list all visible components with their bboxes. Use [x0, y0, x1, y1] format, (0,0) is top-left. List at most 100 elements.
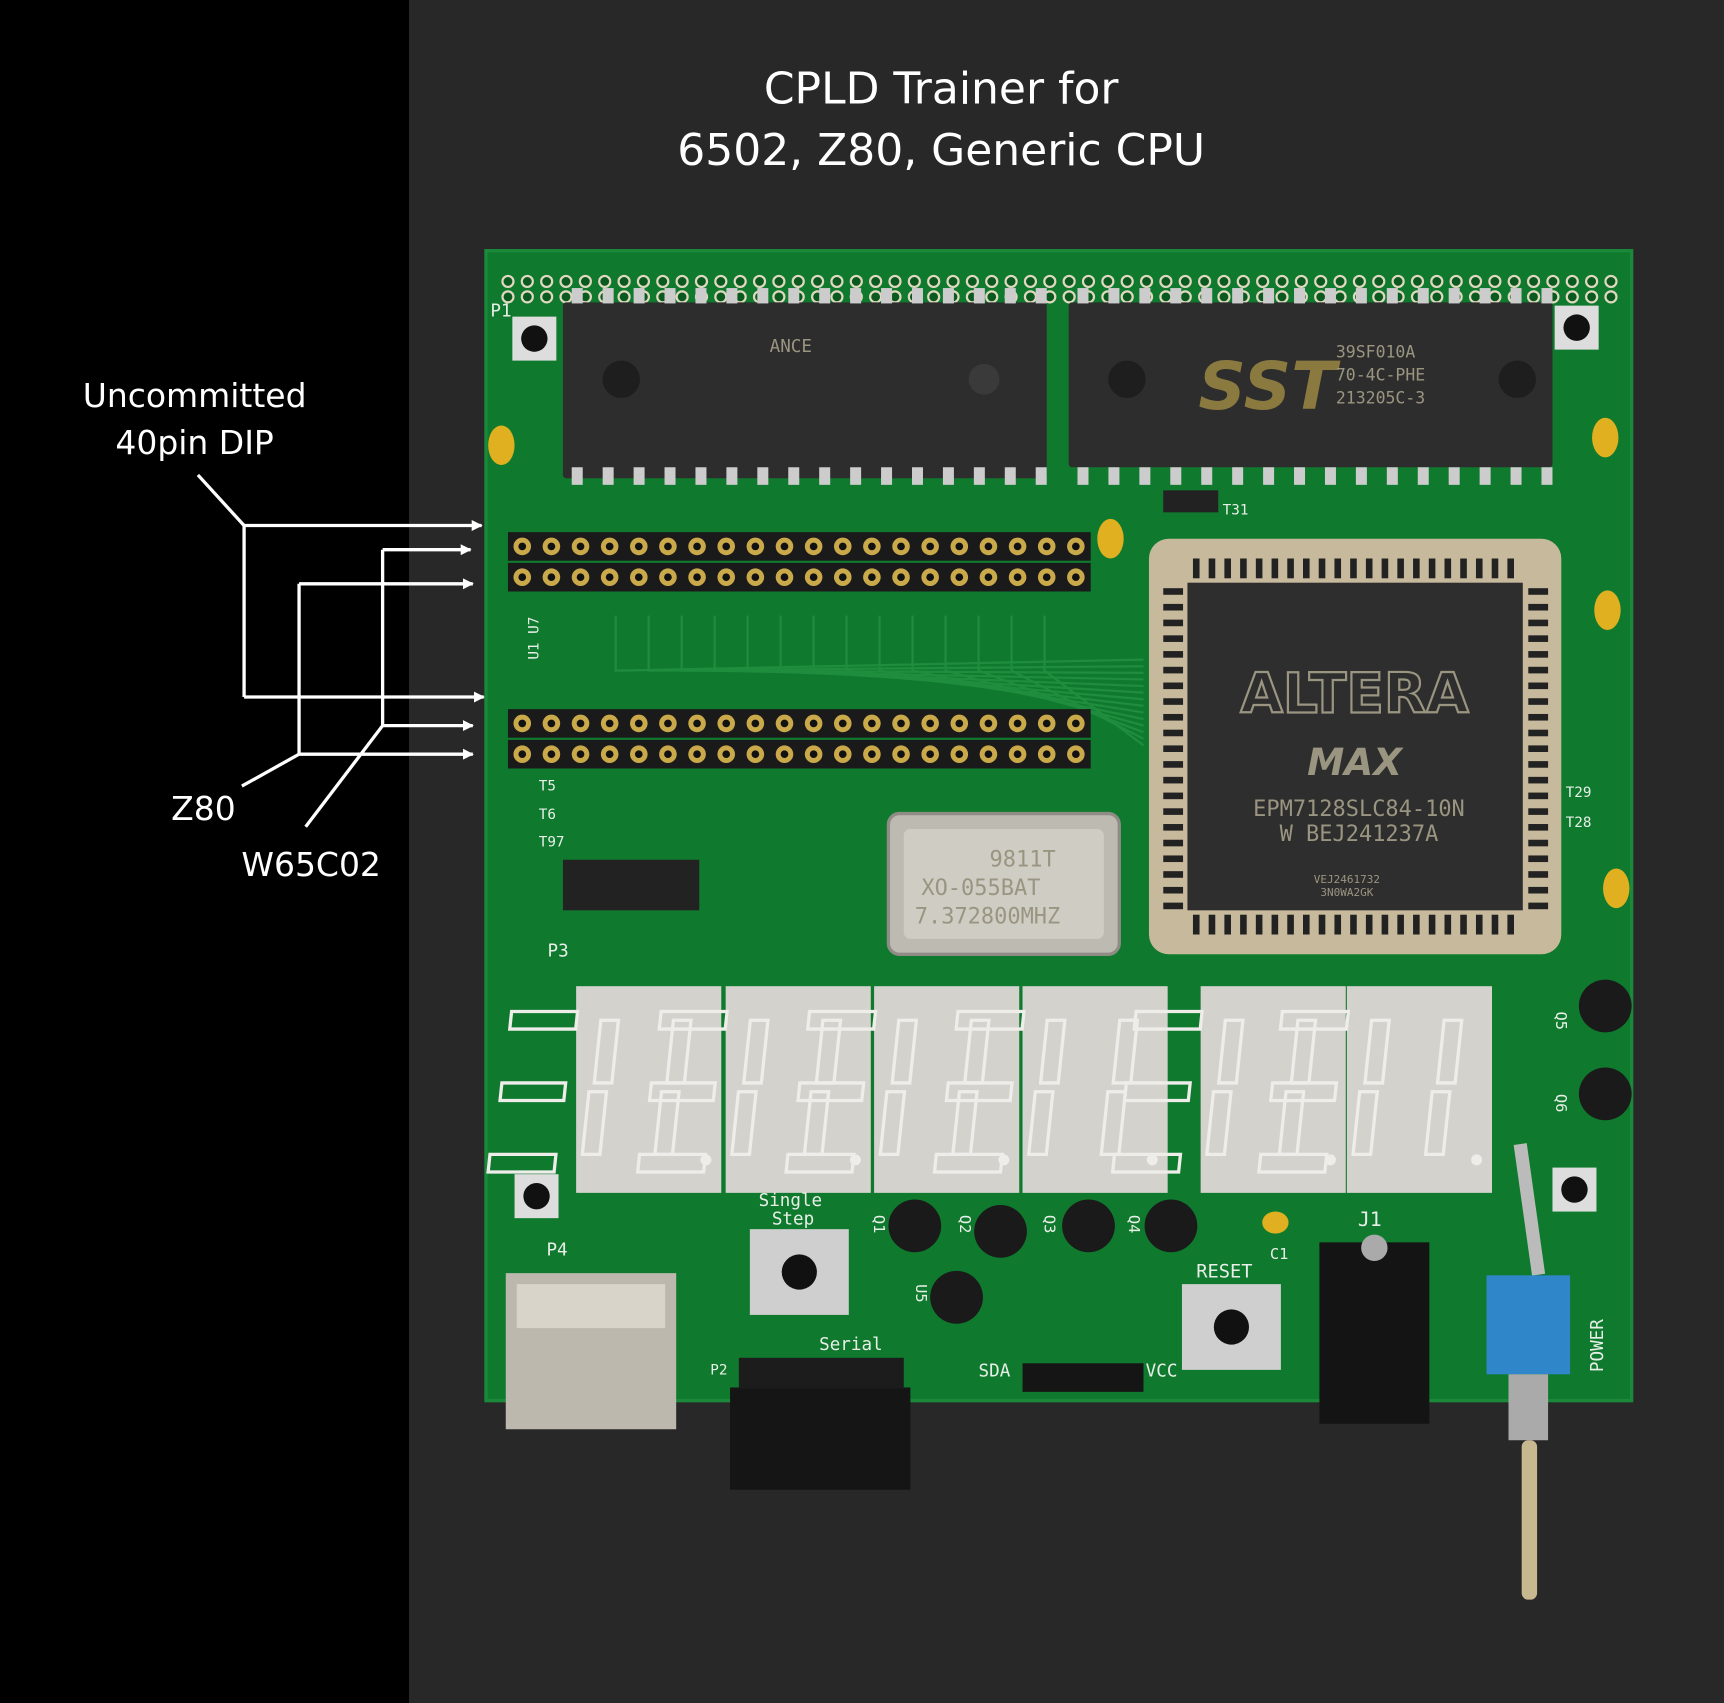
chip-pin [881, 288, 893, 304]
chip-pin [1386, 288, 1398, 304]
reset-button[interactable] [1181, 1284, 1281, 1370]
chip-pin [1541, 467, 1553, 485]
silk-u1u7: U1 U7 [527, 617, 543, 660]
socket-hole [751, 750, 760, 759]
pad [1023, 290, 1038, 304]
pad [1275, 274, 1289, 289]
socket-strip [507, 739, 1091, 769]
socket-hole [838, 573, 847, 582]
altera-logo: ALTERA [1240, 661, 1469, 725]
sst-logo: SST [1198, 348, 1341, 425]
silk-q3: Q3 [1041, 1215, 1059, 1234]
chip-pin [1417, 467, 1429, 485]
segment [1132, 1009, 1204, 1031]
cpld-pin [1528, 635, 1549, 642]
cpld-pin [1528, 839, 1549, 847]
cpld-pin [1163, 902, 1184, 910]
pad [694, 274, 709, 289]
cpld-pin [1528, 745, 1549, 753]
max-logo: MAX [1307, 740, 1404, 784]
pad [520, 290, 534, 304]
cpld-code-2: 3N0WA2GK [1320, 886, 1373, 899]
jumper-t31[interactable] [1163, 490, 1219, 513]
capacitors [488, 417, 1630, 1234]
socket-hole [518, 750, 527, 759]
pad [965, 274, 979, 289]
serial-header[interactable] [730, 1357, 911, 1490]
pad [1120, 290, 1134, 304]
pad [791, 274, 805, 289]
silk-p2: P2 [710, 1362, 727, 1378]
chip-pin [1004, 467, 1016, 485]
flash-line-1: 39SF010A [1336, 342, 1415, 361]
socket-hole [838, 719, 847, 728]
single-step-button[interactable] [749, 1229, 849, 1315]
sda-header[interactable] [1022, 1363, 1144, 1392]
cpld-pin [1460, 914, 1467, 935]
socket-hole [605, 719, 614, 728]
jumper-header[interactable] [562, 859, 700, 911]
socket-hole [693, 719, 701, 728]
segment [1268, 1081, 1339, 1103]
socket-hole [664, 750, 672, 759]
chip-pin [1510, 467, 1522, 485]
chip-pin [1386, 467, 1398, 485]
pad [617, 274, 631, 289]
cpld-pin [1507, 558, 1514, 579]
cpld-pin [1163, 824, 1184, 831]
pad [946, 274, 960, 289]
cpld-pin [1271, 558, 1279, 579]
chip-pin [1139, 467, 1151, 485]
pad [1178, 274, 1192, 289]
segment [1099, 1090, 1128, 1157]
socket-hole [547, 750, 556, 759]
trace [680, 615, 1144, 674]
cpld-pin [1528, 886, 1549, 894]
power-toggle-switch[interactable] [1486, 1143, 1571, 1600]
cpld-pin [1163, 871, 1184, 878]
pad [772, 290, 786, 304]
pad [869, 274, 883, 289]
chip-pin [1170, 288, 1182, 304]
chip-pin [942, 288, 954, 304]
socket-hole [576, 542, 585, 551]
socket-hole [984, 719, 993, 728]
socket-hole [1013, 750, 1022, 759]
pad [1372, 290, 1386, 304]
cpld-pin [1475, 558, 1483, 579]
usb-b-connector[interactable] [505, 1273, 677, 1430]
pad [675, 290, 689, 304]
title-line-1: CPLD Trainer for [764, 63, 1120, 114]
cpld-pin [1507, 914, 1514, 935]
cpld-pin [1163, 619, 1184, 627]
cpld-pin [1350, 558, 1357, 579]
segment [796, 1081, 866, 1103]
segment [486, 1152, 558, 1174]
pad [1430, 274, 1444, 289]
segment [1363, 1018, 1391, 1085]
silk-t97: T97 [539, 835, 565, 851]
pad [1314, 274, 1328, 289]
segment [944, 1081, 1014, 1103]
pad [1507, 274, 1521, 289]
flash-line-2: 70-4C-PHE [1336, 365, 1425, 384]
cpld-pin [1318, 914, 1326, 935]
socket-strip [507, 562, 1091, 592]
pad [1488, 274, 1502, 289]
chip-pin [633, 467, 645, 485]
pad [1294, 274, 1308, 289]
chip-pin [1324, 288, 1336, 304]
dc-power-jack[interactable] [1319, 1234, 1430, 1424]
label-w65c02: W65C02 [241, 845, 381, 884]
socket-hole [809, 542, 818, 551]
socket-strip [507, 709, 1091, 738]
silk-p4: P4 [546, 1241, 567, 1261]
pad [1585, 274, 1599, 289]
segment [954, 1009, 1026, 1031]
chip-pin [819, 288, 831, 304]
cpld-pin [1163, 666, 1184, 674]
chip-pin [1077, 288, 1089, 304]
silk-j1: J1 [1358, 1208, 1382, 1231]
cpld-part-number: EPM7128SLC84-10N [1253, 797, 1465, 822]
segment [890, 1018, 919, 1085]
